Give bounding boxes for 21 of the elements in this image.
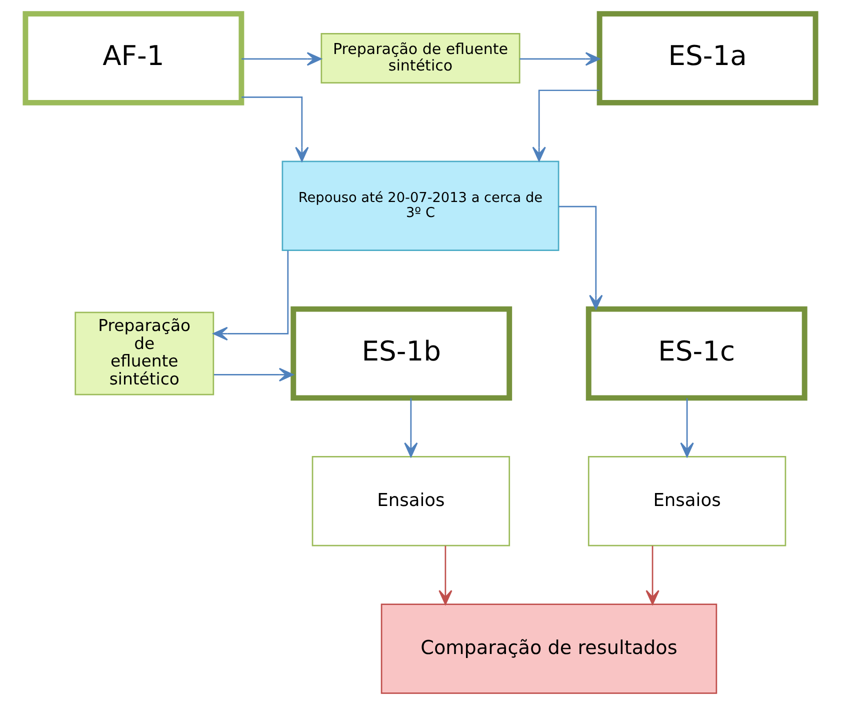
node-box: Comparação de resultados [380,604,718,694]
arrow [558,206,603,310]
arrow [646,546,660,605]
arrow [242,96,309,162]
arrow [532,90,600,162]
arrow [212,250,289,341]
node-box: Ensaios [312,456,510,546]
node-box: Preparação de efluente sintético [74,312,214,396]
arrow [520,52,600,66]
node-box: ES-1a [596,11,818,106]
node-box: ES-1c [586,306,808,401]
node-box: AF-1 [22,11,244,106]
node-box: Preparação de efluente sintético [320,32,520,84]
arrow [680,398,694,458]
node-box: ES-1b [290,306,512,401]
arrow [404,398,418,458]
node-box: Repouso até 20-07-2013 a cerca de 3º C [282,160,560,251]
arrow [242,52,322,66]
arrow [438,546,452,605]
node-box: Ensaios [588,456,786,546]
arrow [214,368,294,382]
